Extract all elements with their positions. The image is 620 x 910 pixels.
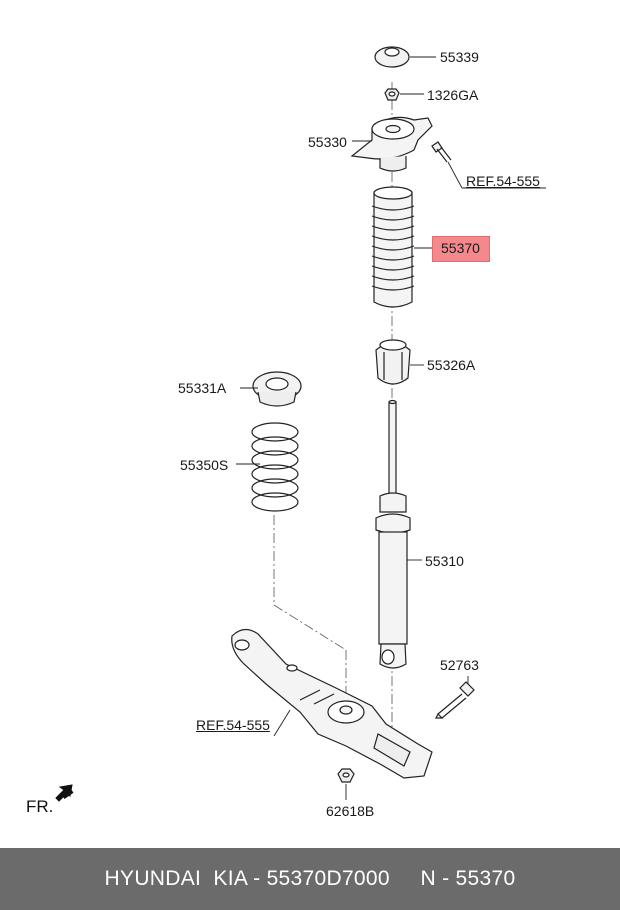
dust-boot-55370 xyxy=(371,186,415,308)
label-55326A: 55326A xyxy=(427,357,476,373)
exploded-parts-diagram xyxy=(55,46,546,802)
label-62618B: 62618B xyxy=(326,803,375,819)
label-55370[interactable]: 55370 xyxy=(441,240,480,256)
dust-cap-55339 xyxy=(374,46,410,68)
label-52763: 52763 xyxy=(440,657,479,673)
coil-spring-55350S xyxy=(251,422,299,512)
nut-1326GA xyxy=(384,88,400,101)
nut-62618B xyxy=(337,768,355,783)
footer-part-info: HYUNDAI KIA - 55370D7000 N - 55370 xyxy=(104,867,516,890)
spring-seat-55331A xyxy=(252,371,302,407)
label-55350S: 55350S xyxy=(180,457,229,473)
bump-stop-55326A xyxy=(375,339,411,385)
highlight-55370 xyxy=(432,236,490,262)
lower-arm xyxy=(231,628,433,779)
label-ref-bottom[interactable]: REF.54-555 xyxy=(196,717,270,733)
label-55339: 55339 xyxy=(440,49,479,65)
label-ref-top[interactable]: REF.54-555 xyxy=(466,173,540,189)
shock-absorber-55310 xyxy=(375,399,411,669)
front-arrow-icon xyxy=(55,784,74,802)
bolt-ref-top xyxy=(431,141,452,163)
label-55331A: 55331A xyxy=(178,380,227,396)
label-55310: 55310 xyxy=(425,553,464,569)
front-indicator: FR. xyxy=(26,797,54,816)
strut-mount-55330 xyxy=(350,116,433,172)
bolt-52763 xyxy=(435,681,475,719)
footer-bar: HYUNDAI KIA - 55370D7000 N - 55370 xyxy=(0,848,620,910)
label-1326GA: 1326GA xyxy=(427,87,479,103)
label-55330: 55330 xyxy=(308,134,347,150)
